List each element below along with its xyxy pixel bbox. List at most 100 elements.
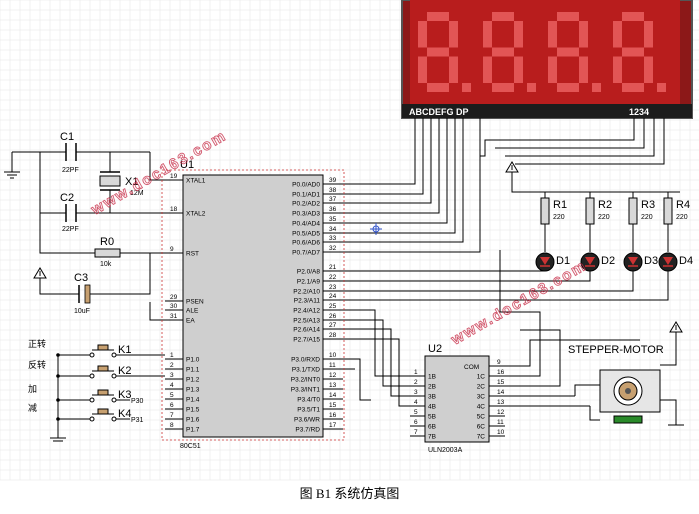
driver-body [424,355,490,443]
mcu-pin-name: P2.3/A11 [294,298,321,305]
mcu-pin-name: XTAL2 [186,211,206,218]
mcu-pin-number: 17 [329,422,337,429]
capacitor-c3 [78,284,91,304]
display-digit [483,12,536,92]
mcu-pin-name: ALE [186,308,199,315]
stepper-motor [599,369,661,424]
mcu-pin-number: 19 [170,173,178,180]
mcu-pin-name: P2.6/A14 [293,327,320,334]
switch-label: 正转 [28,338,46,349]
mcu-pin-name: P1.6 [186,417,200,424]
mcu-pin-name: PSEN [186,299,204,306]
mcu-pin-number: 11 [329,362,336,369]
ground-symbol-switches [50,437,66,442]
push-switch [56,344,117,358]
mcu-pin-number: 24 [329,293,337,300]
mcu-right-pins: 39P0.0/AD038P0.1/AD137P0.2/AD236P0.3/AD3… [291,177,343,434]
driver-pin-number: 14 [497,389,505,396]
mcu-pin-number: 38 [329,187,337,194]
c1-value: 22PF [62,167,79,174]
mcu-pin-number: 10 [329,352,337,359]
led-ref: D4 [679,255,693,267]
driver-pin-number: 2 [414,379,418,386]
led [535,252,555,272]
motor-label: STEPPER-MOTOR [568,344,664,356]
driver-pin-number: 16 [497,369,505,376]
mcu-pin-number: 33 [329,235,337,242]
figure-caption: 图 B1 系统仿真图 [299,486,400,501]
mcu-left-pins: 19XTAL118XTAL29RST29PSEN30ALE31EA1P1.02P… [165,173,206,434]
power-symbol-motor [669,321,683,333]
mcu-pin-number: 2 [170,362,174,369]
mcu-pin-number: 37 [329,196,337,203]
mcu-pin-name: P0.7/AD7 [292,250,320,257]
mcu-pin-name: P1.0 [186,357,200,364]
switch-ref: K2 [118,365,131,377]
mcu-pin-number: 22 [329,274,337,281]
mcu-pin-name: P0.4/AD4 [292,221,320,228]
mcu-pin-name: P0.5/AD5 [292,231,320,238]
driver-pin-name: 3C [477,394,486,401]
mcu-pin-number: 16 [329,412,337,419]
driver-pin-number: 4 [414,399,418,406]
c3-value: 10uF [74,308,90,315]
power-symbol-display [505,161,519,173]
driver-pin-number: 11 [497,419,504,426]
resistor-ref: R2 [598,199,612,211]
driver-part: ULN2003A [428,447,463,454]
switch-label: 加 [28,384,37,394]
driver-pin-name: 4B [428,404,436,411]
mcu-pin-name: P3.1/TXD [292,367,320,374]
display-digit [418,12,471,92]
push-switch [56,365,117,379]
c2-ref: C2 [60,192,74,204]
mcu-pin-number: 36 [329,206,337,213]
mcu-pin-name: P1.1 [186,367,200,374]
mcu-body [182,174,324,438]
led [658,252,678,272]
driver-pin-name: 2C [477,384,486,391]
switch-label: 反转 [28,359,46,370]
mcu-pin-name: P1.4 [186,397,200,404]
mcu-pin-number: 12 [329,372,337,379]
push-switch [56,389,117,403]
mcu-pin-number: 7 [170,412,174,419]
display-digits [418,12,666,92]
r0-ref: R0 [100,236,114,248]
mcu-pin-number: 30 [170,303,178,310]
resistor-value: 220 [598,214,610,221]
mcu-pin-name: P0.3/AD3 [292,211,320,218]
r0-value: 10k [100,261,112,268]
driver-com-pin: 9 [497,359,501,366]
x1-ref: X1 [125,176,138,188]
seven-segment-display: ABCDEFG DP 1234 [401,0,693,119]
mcu-pin-name: P1.3 [186,387,200,394]
driver-pin-number: 1 [414,369,418,376]
mcu-pin-number: 27 [329,322,337,329]
resistor-value: 220 [553,214,565,221]
mcu-pin-name: P2.1/A9 [297,279,321,286]
mcu-pin-number: 28 [329,332,337,339]
driver-pin-number: 10 [497,429,505,436]
driver-pin-name: 3B [428,394,436,401]
digit-labels: 1234 [629,107,649,117]
mcu-pin-name: P3.4/T0 [297,397,320,404]
display-digit [613,12,666,92]
mcu-ref: U1 [180,159,194,171]
mcu-pin-name: P3.0/RXD [291,357,320,364]
mcu-pin-number: 23 [329,284,337,291]
mcu-pin-name: P2.2/A10 [293,289,320,296]
mcu-pin-name: P3.6/WR [294,417,320,424]
resistor-value: 220 [676,214,688,221]
resistor-body [628,197,638,225]
resistor-r0 [94,248,121,258]
driver-ref: U2 [428,343,442,355]
mcu-pin-name: P0.2/AD2 [292,201,320,208]
switch-label: 减 [28,402,37,413]
driver-pin-name: 2B [428,384,436,391]
mcu-pin-number: 34 [329,226,337,233]
mcu-pin-number: 3 [170,372,174,379]
